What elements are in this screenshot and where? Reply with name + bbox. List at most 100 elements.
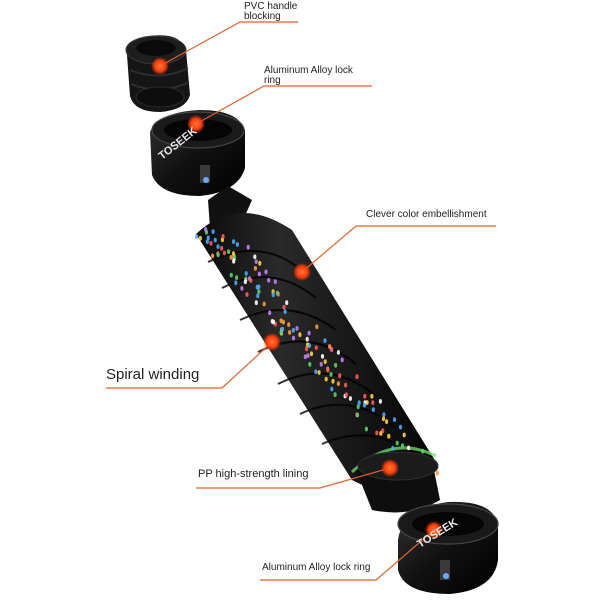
color-dot bbox=[314, 369, 318, 375]
marker-dot-embellishment bbox=[293, 263, 311, 281]
color-dot bbox=[340, 357, 344, 363]
leader-line-ring-bottom bbox=[260, 529, 435, 581]
color-dot bbox=[326, 367, 330, 373]
color-dot bbox=[338, 373, 342, 379]
inner-tube-bottom bbox=[356, 451, 440, 513]
color-dot bbox=[211, 253, 215, 259]
color-dot bbox=[324, 376, 328, 382]
color-dot bbox=[246, 244, 250, 250]
color-dot bbox=[256, 293, 260, 299]
label-lock-ring-top-line-1: Aluminum Alloy lock bbox=[264, 65, 353, 76]
color-dot bbox=[249, 278, 253, 283]
color-dot bbox=[221, 234, 225, 239]
color-dot bbox=[309, 351, 314, 357]
color-dot bbox=[282, 304, 286, 310]
color-dot bbox=[330, 386, 334, 392]
label-lock-ring-top-line-2: ring bbox=[264, 75, 281, 86]
color-dot bbox=[306, 353, 310, 358]
color-dot bbox=[291, 335, 296, 341]
color-dot bbox=[328, 344, 332, 349]
color-dot bbox=[317, 370, 321, 375]
leader-line-embellishment bbox=[301, 225, 496, 273]
color-dot bbox=[371, 407, 375, 412]
color-dots bbox=[195, 227, 440, 476]
color-dot bbox=[381, 416, 386, 422]
color-dot bbox=[305, 346, 309, 352]
color-dot bbox=[232, 239, 236, 245]
marker-dot-lining bbox=[381, 459, 399, 477]
color-dot bbox=[331, 378, 335, 384]
color-dot bbox=[356, 404, 360, 410]
color-dot bbox=[323, 359, 327, 364]
color-dot bbox=[371, 400, 375, 405]
label-pvc-line-1: PVC handle bbox=[244, 1, 298, 12]
color-dot bbox=[243, 279, 247, 285]
color-dot bbox=[391, 445, 395, 451]
color-dot bbox=[348, 396, 352, 401]
color-dot bbox=[382, 412, 386, 417]
color-dot bbox=[255, 284, 259, 290]
color-dot bbox=[364, 426, 368, 432]
color-dot bbox=[387, 433, 391, 439]
marker-dot-ring-top bbox=[187, 115, 205, 133]
color-dot bbox=[264, 269, 268, 275]
color-dot bbox=[270, 319, 274, 324]
color-dot bbox=[240, 286, 244, 291]
color-dot bbox=[262, 301, 266, 307]
color-dot bbox=[375, 430, 379, 436]
color-dot bbox=[336, 350, 340, 355]
label-spiral-winding: Spiral winding bbox=[106, 366, 200, 383]
color-dot bbox=[378, 399, 382, 404]
color-dot bbox=[435, 470, 439, 476]
label-lock-ring-bottom: Aluminum Alloy lock ring bbox=[262, 562, 371, 573]
label-color-embellishment: Clever color embellishment bbox=[366, 209, 487, 220]
color-dot bbox=[285, 300, 289, 306]
color-dot bbox=[245, 292, 249, 297]
leader-line-lining bbox=[196, 467, 391, 489]
leader-lines bbox=[106, 21, 496, 581]
color-dot bbox=[305, 336, 309, 342]
color-dot bbox=[336, 381, 340, 386]
marker-dot-ring-bottom bbox=[425, 521, 443, 539]
color-dot bbox=[213, 237, 217, 243]
leader-line-ring-top bbox=[195, 85, 372, 125]
color-dot bbox=[229, 255, 233, 260]
color-dot bbox=[232, 258, 236, 264]
label-pp-lining: PP high-strength lining bbox=[198, 468, 309, 480]
color-dot bbox=[355, 374, 359, 380]
color-dot bbox=[209, 240, 213, 246]
color-dot bbox=[392, 417, 397, 422]
color-dot bbox=[227, 249, 231, 255]
color-dot bbox=[268, 310, 272, 316]
label-pvc-line-2: blocking bbox=[244, 11, 281, 22]
marker-dot-pvc bbox=[151, 57, 169, 75]
color-dot bbox=[280, 326, 285, 332]
color-dot bbox=[319, 361, 323, 367]
color-dot bbox=[195, 234, 199, 240]
color-dot bbox=[287, 322, 291, 327]
label-lock-ring-top: Aluminum Alloy lock ring bbox=[264, 66, 353, 86]
color-dot bbox=[220, 245, 224, 251]
color-dot bbox=[329, 372, 333, 377]
color-dot bbox=[315, 324, 319, 330]
marker-dot-spiral bbox=[263, 333, 281, 351]
color-dot bbox=[229, 272, 233, 278]
color-dot bbox=[344, 382, 348, 388]
color-dot bbox=[231, 251, 236, 256]
color-dot bbox=[370, 393, 374, 399]
color-dot bbox=[379, 431, 383, 436]
color-dot bbox=[344, 392, 348, 398]
color-dot bbox=[330, 347, 334, 353]
color-dot bbox=[320, 354, 325, 359]
lock-ring-bottom bbox=[397, 501, 499, 594]
color-dot bbox=[308, 362, 312, 367]
color-dot bbox=[273, 279, 277, 284]
color-dot bbox=[398, 424, 403, 430]
color-dot bbox=[402, 432, 406, 438]
color-dot bbox=[314, 345, 318, 350]
color-dot bbox=[198, 235, 202, 241]
marker-dots bbox=[151, 57, 443, 539]
color-dot bbox=[363, 393, 367, 399]
